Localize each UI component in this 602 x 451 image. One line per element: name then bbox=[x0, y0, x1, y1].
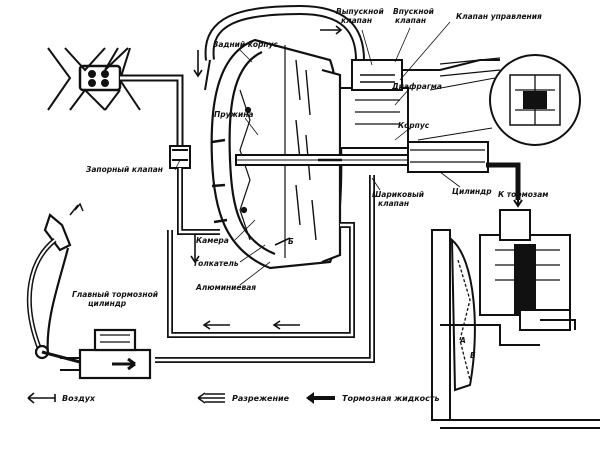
label-housing: Корпус bbox=[398, 121, 430, 130]
label-exhaust-valve-1: Выпускной bbox=[336, 7, 384, 16]
label-ball-valve-2: клапан bbox=[378, 199, 409, 208]
label-chamber: Камера bbox=[196, 236, 229, 245]
legend-air: Воздух bbox=[27, 392, 96, 404]
label-inlet-valve-1: Впускной bbox=[393, 7, 435, 16]
label-spring: Пружина bbox=[214, 110, 254, 119]
label-diaphragm: Диафрагма bbox=[391, 82, 442, 91]
label-exhaust-valve-2: клапан bbox=[341, 16, 372, 25]
control-valve-assembly bbox=[339, 57, 501, 173]
legend-brake-fluid: Тормозная жидкость bbox=[306, 392, 440, 404]
brake-assembly bbox=[431, 195, 600, 429]
legend-air-label: Воздух bbox=[62, 394, 96, 403]
label-ball-valve-1: Шариковый bbox=[372, 190, 425, 199]
brake-pedal bbox=[26, 202, 84, 364]
vacuum-arrow-icon bbox=[197, 392, 225, 404]
legend-vacuum-label: Разрежение bbox=[232, 394, 290, 403]
label-control-valve: Клапан управления bbox=[456, 12, 542, 21]
intake-manifold bbox=[47, 47, 184, 148]
callout-labels: Выпускной клапан Впускной клапан Клапан … bbox=[72, 7, 548, 360]
label-front-body: Алюминиевая bbox=[195, 283, 256, 292]
check-valve bbox=[169, 145, 220, 235]
legend-brake-fluid-label: Тормозная жидкость bbox=[342, 394, 440, 403]
brake-fluid-line bbox=[155, 162, 521, 363]
label-cylinder: Цилиндр bbox=[452, 187, 492, 196]
flow-arrows bbox=[190, 25, 343, 330]
vacuum-line bbox=[167, 222, 355, 338]
vacuum-hose-top bbox=[204, 4, 365, 91]
legend: Воздух Разрежение Тормозная жидкость bbox=[27, 392, 440, 404]
label-to-brakes: К тормозам bbox=[498, 190, 548, 199]
label-chamber-a: А bbox=[459, 336, 466, 345]
valve-detail-circle bbox=[417, 54, 581, 146]
label-chamber-b-inner: Б bbox=[288, 237, 294, 246]
leader-lines bbox=[174, 21, 461, 286]
label-inlet-valve-2: клапан bbox=[395, 16, 426, 25]
label-rear-body: Задний корпус bbox=[213, 40, 278, 49]
label-check-valve: Запорный клапан bbox=[86, 165, 163, 174]
legend-vacuum: Разрежение bbox=[197, 392, 290, 404]
air-arrow-icon bbox=[27, 392, 56, 404]
master-cylinder bbox=[60, 328, 152, 380]
label-master-cylinder-1: Главный тормозной bbox=[72, 290, 159, 299]
label-chamber-b: Б bbox=[470, 351, 476, 360]
label-master-cylinder-2: цилиндр bbox=[88, 299, 127, 308]
label-pusher: Толкатель bbox=[193, 259, 239, 268]
